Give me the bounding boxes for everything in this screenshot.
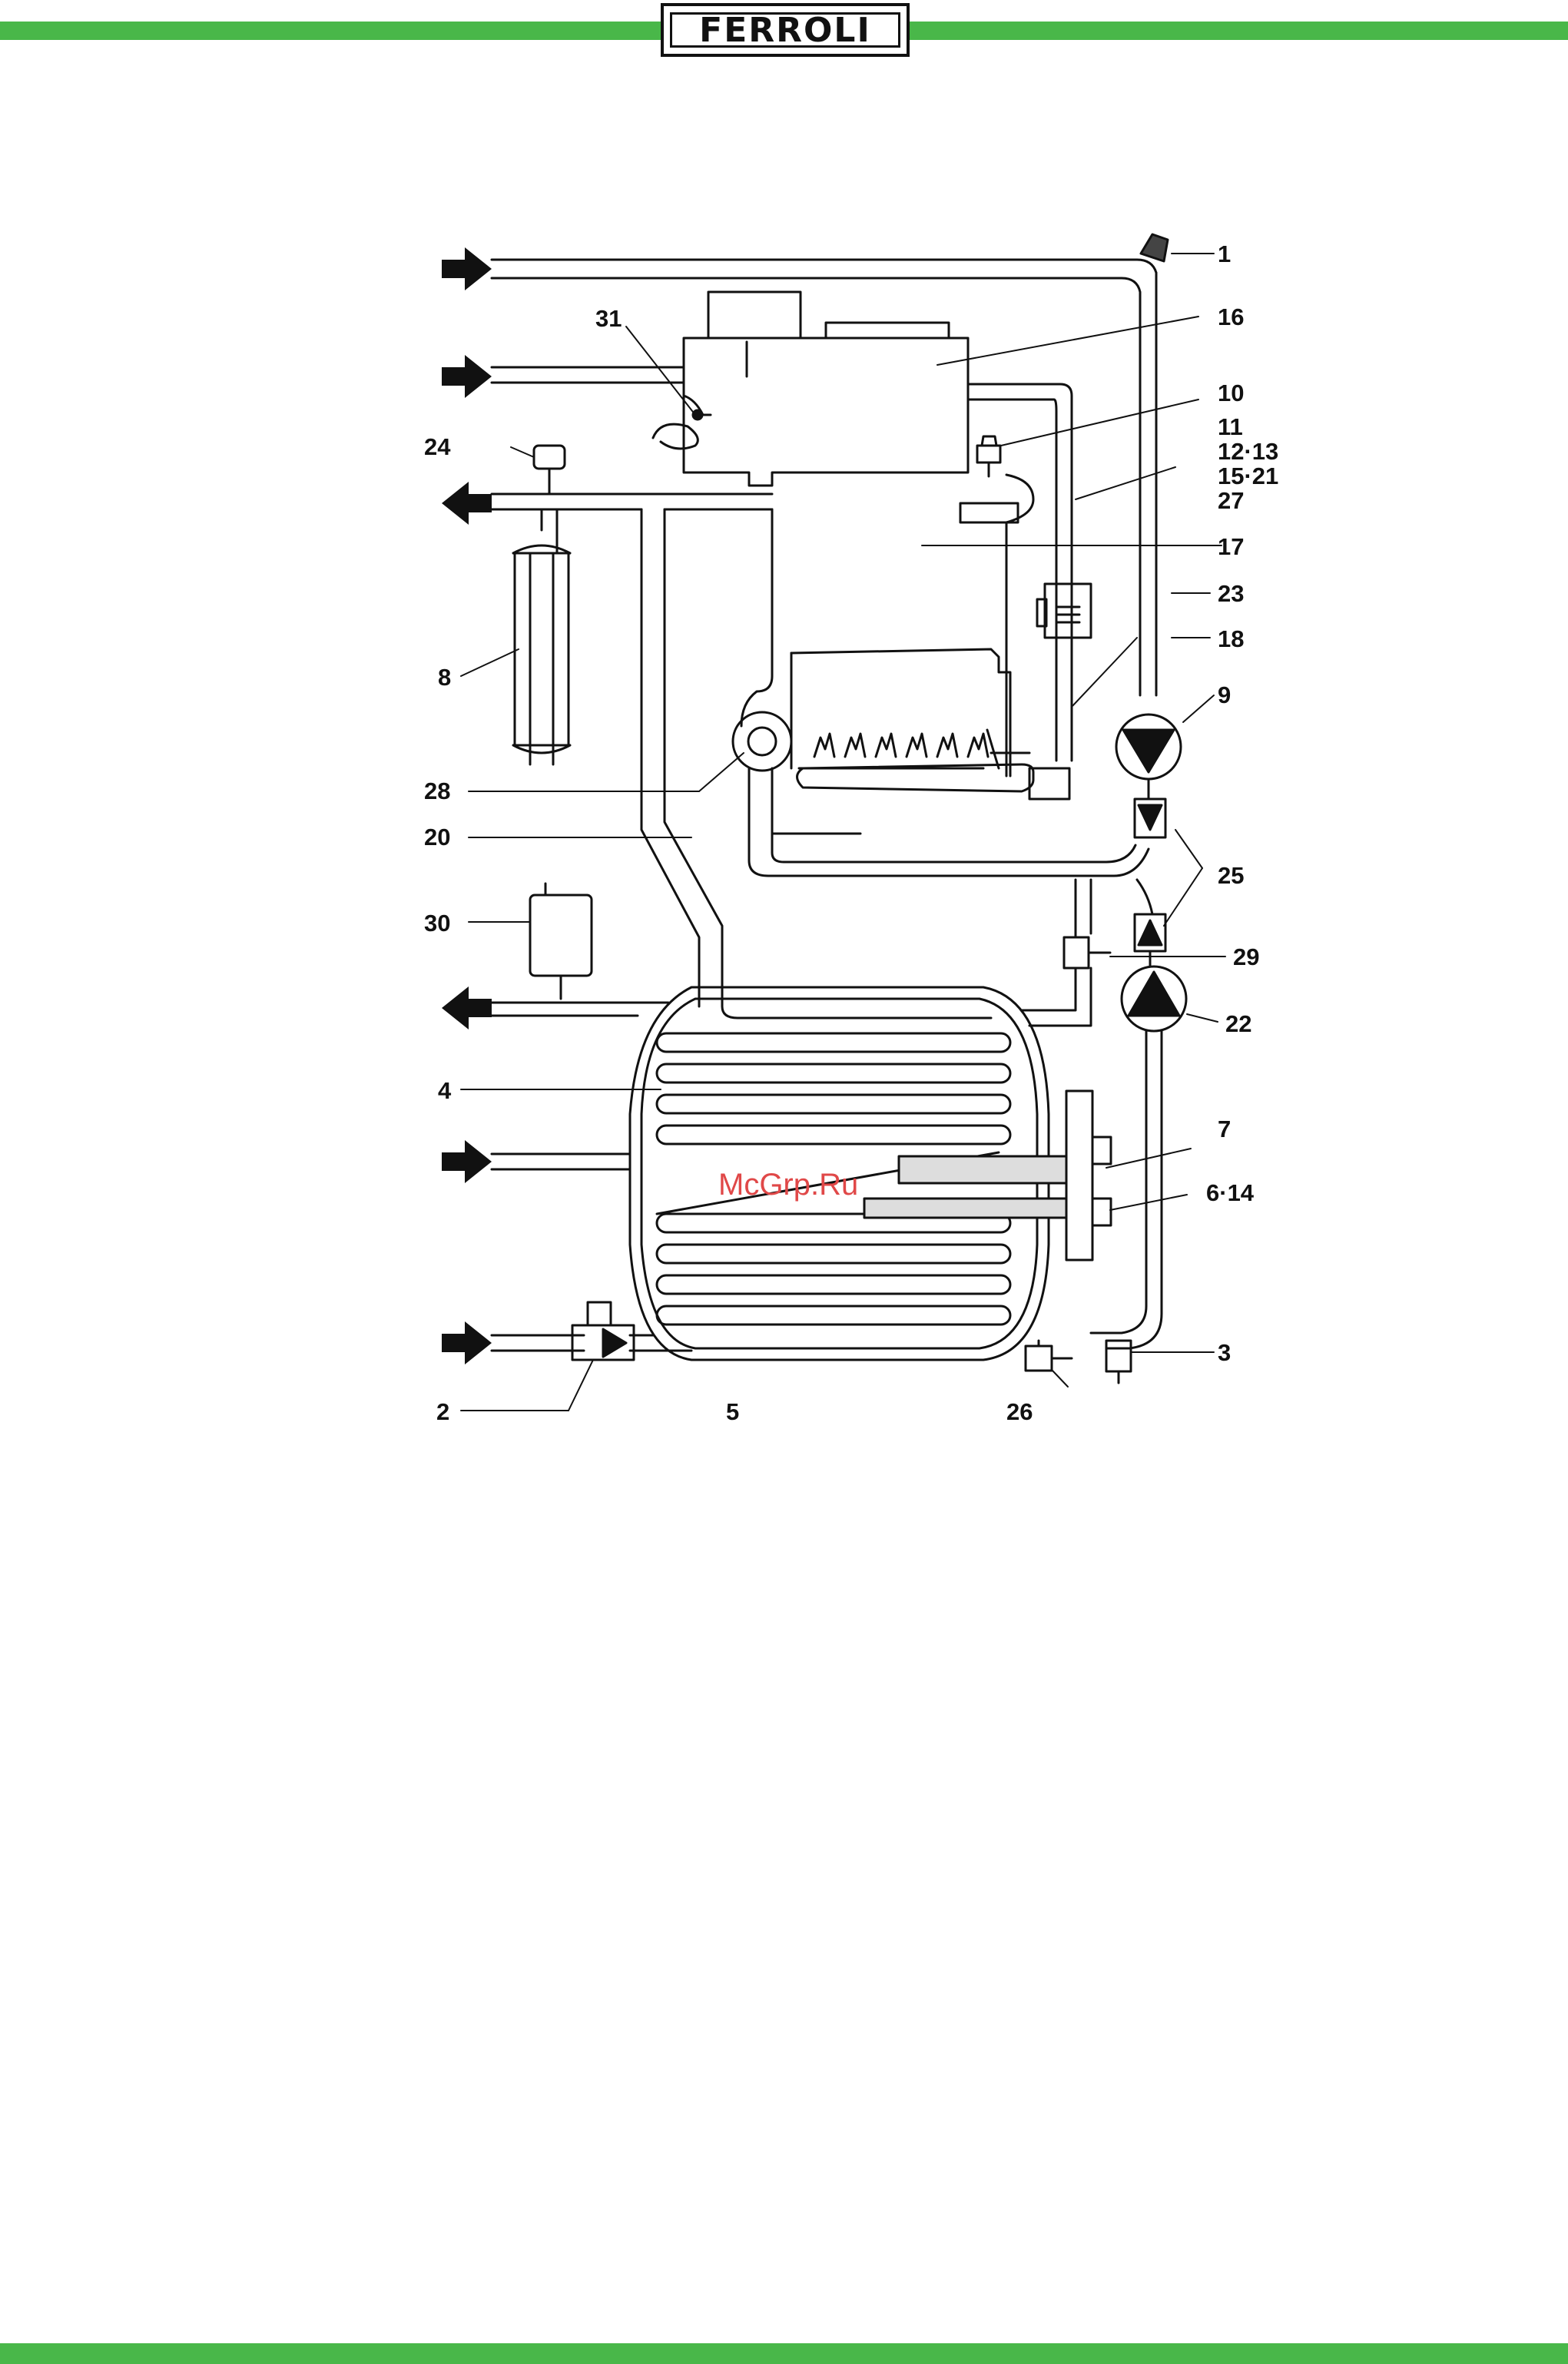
callout-2: 2 (436, 1398, 449, 1425)
callout-9: 9 (1218, 681, 1231, 708)
combustion-chamber-17 (741, 475, 1033, 776)
cold-inlet-pipe-1 (492, 1154, 630, 1169)
callout-6-14: 6·14 (1206, 1179, 1255, 1206)
valve-10-icon (977, 436, 1000, 476)
callout-22: 22 (1225, 1010, 1251, 1037)
callout-29: 29 (1233, 943, 1259, 970)
arrow-in-top (442, 247, 492, 290)
callout-10: 10 (1218, 380, 1244, 406)
arrow-out-dhw (442, 986, 492, 1029)
gas-valve-23-icon (1037, 584, 1091, 638)
arrow-in-cold-1 (442, 1140, 492, 1183)
callout-18: 18 (1218, 625, 1244, 652)
inlet-pipe-2 (492, 367, 684, 383)
fan-housing-16 (653, 292, 968, 486)
callout-28: 28 (424, 778, 450, 804)
callout-30: 30 (424, 910, 450, 937)
pipe-20 (641, 509, 991, 1018)
pump-22-icon (1091, 880, 1186, 1348)
return-pipe-lower (749, 768, 1149, 876)
callout-11: 11 (1218, 413, 1243, 440)
flow-arrows (442, 247, 492, 1364)
callout-25: 25 (1218, 862, 1244, 889)
valve-3-icon (1106, 1341, 1131, 1383)
callout-17: 17 (1218, 533, 1244, 560)
arrow-in-second (442, 355, 492, 398)
callout-leader-lines (461, 254, 1225, 1411)
callout-27: 27 (1218, 487, 1244, 514)
callout-15-21: 15·21 (1218, 463, 1278, 489)
drain-valve-26-icon (1026, 1341, 1072, 1371)
fitting-28-icon (733, 712, 791, 771)
valve-1-icon (1141, 234, 1168, 261)
callout-3: 3 (1218, 1339, 1231, 1366)
callout-4: 4 (438, 1077, 452, 1104)
watermark-text: McGrp.Ru (718, 1168, 858, 1202)
pump-9-icon (1116, 715, 1181, 837)
callout-23: 23 (1218, 580, 1244, 607)
arrow-out-top (442, 482, 492, 525)
callout-8: 8 (438, 664, 451, 691)
callout-1: 1 (1218, 240, 1231, 267)
heater-flange-7 (864, 1091, 1111, 1260)
callout-12-13: 12·13 (1218, 438, 1278, 465)
dhw-outlet-pipe (492, 1003, 668, 1016)
coil-lower (657, 1214, 1010, 1325)
callout-5: 5 (726, 1398, 739, 1425)
burner-flames (797, 730, 1070, 799)
callout-26: 26 (1006, 1398, 1033, 1425)
arrow-in-cold-2 (442, 1321, 492, 1364)
callout-31: 31 (595, 305, 622, 332)
callout-16: 16 (1218, 303, 1244, 330)
callout-20: 20 (424, 824, 450, 850)
callout-24: 24 (424, 433, 451, 460)
valve-29-icon (1022, 880, 1110, 1026)
vessel-30 (530, 884, 592, 999)
outlet-pipe-top (492, 494, 772, 509)
callout-7: 7 (1218, 1116, 1231, 1142)
